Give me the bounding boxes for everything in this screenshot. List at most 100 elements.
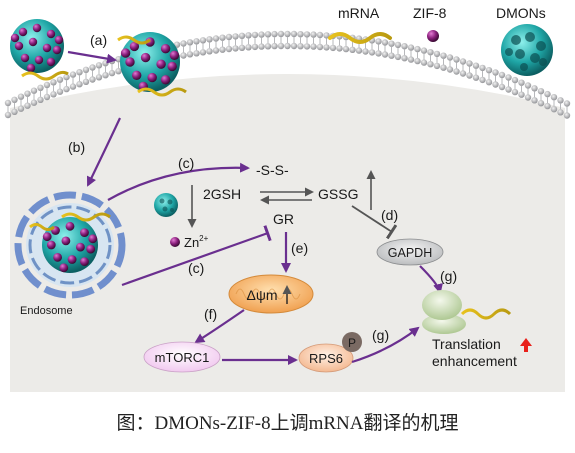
membrane-bead [82,66,90,74]
step-c-lower-label: (c) [188,260,204,276]
membrane-bead [193,50,200,57]
membrane-bead [550,94,558,101]
inhibit-step-c-lower [121,225,272,287]
membrane-bead [4,111,12,119]
membrane-bead [264,31,272,38]
zif8-particle [65,221,75,231]
step-b-label: (b) [68,139,85,155]
rps6-node [298,343,354,373]
membrane-bead [323,32,330,39]
membrane-bead [232,33,239,40]
mrna-legend-icon [328,32,392,44]
membrane-bead [440,64,447,71]
membrane-bead [251,31,259,39]
cell-membrane [4,30,571,119]
legend-mrna-label: mRNA [338,5,380,21]
membrane-bead [557,109,564,116]
membrane-bead [212,47,220,54]
membrane-bead [492,69,499,76]
membrane-bead [537,88,545,95]
membrane-bead [303,43,311,50]
membrane-bead [212,35,220,42]
membrane-bead [310,43,317,50]
mrna-strand-2 [117,35,151,45]
membrane-bead [63,85,70,93]
membrane-bead [206,36,213,43]
zn-label: Zn2+ [184,234,209,250]
mitochondrion-node [228,274,314,314]
zif8-particle [18,27,28,37]
membrane-bead [310,31,317,38]
gapdh-label: GAPDH [388,246,432,260]
legend-zif8-label: ZIF-8 [413,5,447,21]
membrane-bead [37,84,44,92]
membrane-bead [11,108,18,116]
membrane-bead [69,83,77,90]
membrane-bead [401,55,408,62]
membrane-bead [375,50,382,57]
membrane-bead [284,42,291,50]
zif8-particle [129,41,140,52]
membrane-bead [193,38,200,45]
membrane-bead [95,74,103,81]
membrane-bead [407,56,415,63]
membrane-bead [225,33,233,41]
membrane-bead [453,68,460,75]
membrane-bead [420,59,428,66]
membrane-bead [316,43,324,51]
membrane-bead [76,69,83,76]
step-d-label: (d) [381,207,398,223]
zif8-particle [67,255,77,264]
membrane-bead [43,81,51,89]
membrane-bead [323,44,330,51]
membrane-bead [336,45,343,52]
zif8-particle [76,242,85,252]
endosome-label: Endosome [20,305,73,317]
membrane-bead [388,52,395,59]
zif8-particle [167,61,177,72]
membrane-bead [459,70,467,77]
translation-label-line2: enhancement [432,353,517,369]
membrane-bead [297,31,304,38]
mtorc1-node [143,341,221,373]
endosome [14,191,126,299]
zif8-particle [169,50,180,60]
membrane-bead [69,71,77,78]
membrane-bead [368,49,376,56]
zif8-particle [54,35,64,45]
membrane-bead [563,112,571,119]
arrow-step-a [67,50,117,64]
membrane-bead [472,74,480,81]
zif8-particle [140,52,151,63]
membrane-bead [225,45,233,53]
membrane-bead [108,69,116,77]
membrane-bead [50,79,57,86]
membrane-bead [245,44,252,51]
legend: mRNA ZIF-8 DMONs [328,5,553,76]
zif8-particle [28,37,38,47]
zif8-particle [34,55,44,65]
membrane-bead [316,31,324,39]
membrane-bead [56,76,64,83]
membrane-bead [531,85,538,92]
membrane-bead [206,48,213,55]
membrane-bead [95,62,103,69]
nanoparticle-bound [120,32,180,92]
membrane-bead [290,30,298,38]
membrane-bead [271,30,278,38]
figure-caption: 图：DMONs-ZIF-8上调mRNA翻译的机理 [116,413,459,434]
ribosome-icon [422,290,466,334]
step-c-upper-label: (c) [178,155,194,171]
membrane-bead [505,74,512,81]
membrane-bead [297,43,304,50]
zif8-particle [10,33,20,43]
step-e-label: (e) [291,240,308,256]
membrane-bead [4,99,12,107]
membrane-bead [11,96,18,104]
membrane-bead [446,54,454,61]
zif8-particle [14,41,24,51]
membrane-bead [381,39,389,46]
membrane-bead [466,72,473,79]
membrane-bead [518,79,525,86]
